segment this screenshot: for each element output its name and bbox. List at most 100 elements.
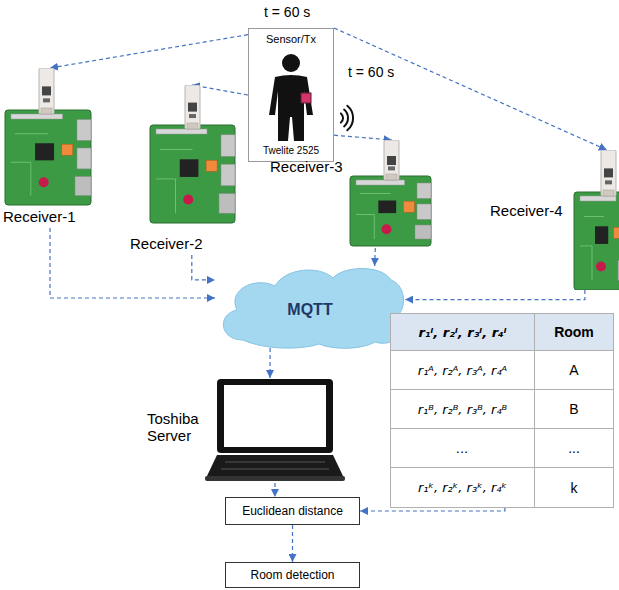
gpio-header [580, 196, 616, 201]
server-label: Toshiba Server [147, 410, 211, 444]
cpu-chip [35, 143, 54, 160]
table-cell: A [535, 351, 614, 390]
board-trace [356, 215, 374, 240]
usb-dongle [384, 140, 399, 180]
dongle-qr [42, 86, 51, 95]
time-label: t = 60 s [346, 64, 396, 80]
table-cell: r₁ᴬ, r₂ᴬ, r₃ᴬ, r₄ᴬ [390, 351, 535, 390]
process-box: Room detection [225, 562, 360, 588]
usb-port [221, 164, 235, 186]
process-label: Room detection [250, 568, 334, 582]
raspberry-pi-receiver [128, 85, 238, 255]
receiver-label: Receiver-2 [130, 235, 203, 253]
usb-port [417, 183, 431, 198]
dongle-plug [603, 190, 614, 196]
connector-arrow [292, 525, 293, 562]
table-cell: r₁ᴮ, r₂ᴮ, r₃ᴮ, r₄ᴮ [390, 390, 535, 429]
process-box: Euclidean distance [225, 497, 360, 525]
board-trace [156, 179, 176, 213]
raspberry-logo [183, 194, 193, 204]
usb-port [221, 135, 235, 157]
dongle-mark [43, 98, 50, 102]
cloud-outline [223, 269, 403, 349]
laptop-screen [224, 385, 326, 447]
cloud-label: MQTT [287, 301, 332, 319]
connector-arrow [360, 508, 505, 511]
orange-part [206, 160, 217, 171]
raspberry-logo [596, 261, 606, 271]
laptop-base [205, 476, 345, 481]
receiver-label: Receiver-1 [3, 208, 76, 226]
pi-board [150, 125, 235, 223]
ethernet-port [219, 194, 235, 214]
ethernet-port [75, 177, 91, 196]
board-trace [160, 149, 193, 150]
connector-arrow [269, 348, 270, 378]
receiver-node: Receiver-1 [3, 68, 103, 228]
cpu-chip [378, 201, 396, 214]
wireless-signal [341, 106, 353, 131]
dongle-qr [387, 156, 396, 165]
table-header-cell: r₁ⁱ, r₂ⁱ, r₃ⁱ, r₄ⁱ [390, 313, 535, 351]
usb-port [77, 120, 91, 141]
usb-dongle [601, 150, 616, 196]
ethernet-port [415, 225, 431, 239]
cpu-chip [180, 159, 199, 177]
usb-port [417, 204, 431, 219]
keyboard-rows [221, 462, 329, 469]
connector-arrow [334, 135, 392, 140]
signal-arc [344, 110, 348, 127]
dongle-plug [386, 174, 397, 180]
board-trace [11, 162, 31, 195]
table-cell: ... [390, 429, 535, 468]
dongle-qr [188, 103, 197, 112]
raspberry-pi-receiver [488, 150, 619, 290]
receiver-node: Receiver-2 [128, 85, 238, 255]
dongle-plug [187, 123, 198, 129]
receiver-label: Receiver-3 [270, 158, 343, 176]
usb-dongle [39, 68, 54, 114]
server-laptop: Toshiba Server [145, 378, 345, 483]
usb-dongle [185, 85, 200, 129]
person-body [269, 75, 313, 141]
pi-board [5, 110, 91, 205]
gpio-header [356, 180, 405, 185]
connector-arrow [374, 248, 376, 266]
receiver-node: Receiver-3 [268, 140, 433, 248]
process-label: Euclidean distance [242, 504, 343, 518]
connector-arrow [405, 290, 585, 300]
dongle-mark [605, 180, 612, 184]
dongle-mark [189, 114, 196, 118]
fingerprint-table: r₁ⁱ, r₂ⁱ, r₃ⁱ, r₄ⁱRoomr₁ᴬ, r₂ᴬ, r₃ᴬ, r₄ᴬ… [390, 313, 614, 508]
person-head [282, 54, 300, 72]
table-cell: ... [535, 429, 614, 468]
sensor-title: Sensor/Tx [266, 33, 316, 46]
board-trace [15, 133, 48, 134]
connector-arrow [50, 228, 215, 298]
laptop-keyboard [207, 455, 343, 476]
raspberry-pi-receiver [3, 68, 103, 228]
gpio-header [11, 114, 63, 119]
cpu-chip [595, 226, 608, 244]
gpio-header [156, 129, 207, 134]
sensor-box: Sensor/TxTwelite 2525 [248, 28, 334, 162]
laptop-screen-frame [217, 379, 333, 453]
table-header-cell: Room [535, 313, 614, 351]
table-cell: B [535, 390, 614, 429]
dongle-mark [388, 166, 395, 170]
connector-arrow [334, 28, 607, 150]
orange-part [403, 201, 414, 212]
table-cell: r₁ᵏ, r₂ᵏ, r₃ᵏ, r₄ᵏ [390, 468, 535, 508]
connector-arrow [274, 483, 275, 497]
usb-port [77, 148, 91, 169]
wearable-sensor [301, 93, 311, 103]
receiver-node: Receiver-4 [488, 150, 619, 290]
raspberry-logo [39, 177, 49, 187]
connector-arrow [50, 35, 248, 68]
raspberry-pi-receiver [268, 140, 433, 248]
pi-board [350, 176, 431, 246]
board-trace [580, 246, 592, 280]
board-trace [360, 193, 391, 194]
device-name: Twelite 2525 [263, 144, 319, 157]
